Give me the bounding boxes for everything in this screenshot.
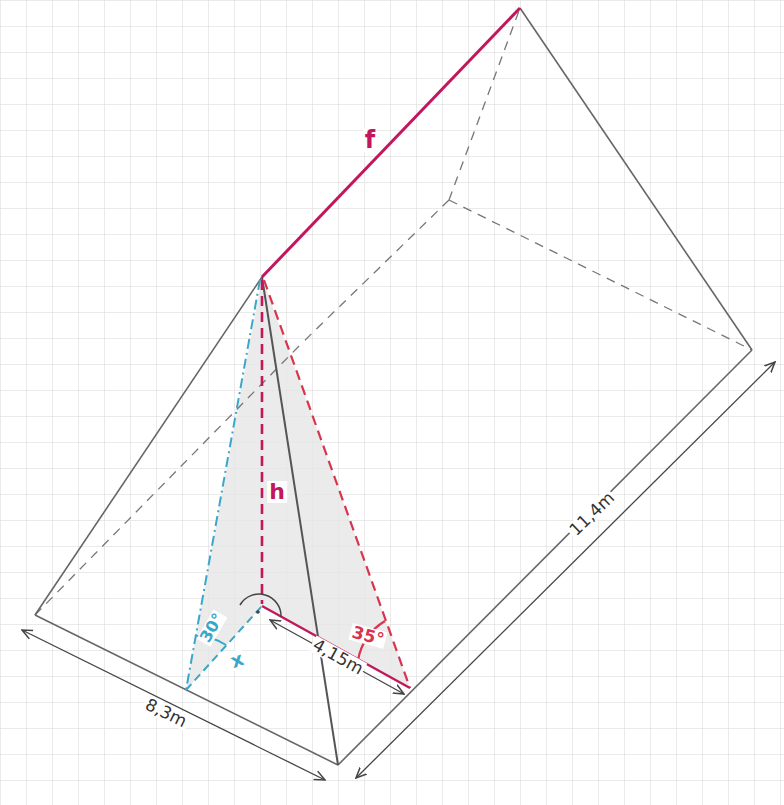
base-line (262, 606, 410, 688)
solid-edges (35, 8, 752, 765)
dimension-lines (22, 362, 775, 780)
height-name: h (267, 481, 287, 503)
slant-line (264, 280, 410, 688)
right-angle-dot (256, 610, 260, 614)
height-line (261, 280, 264, 604)
x-line (186, 606, 262, 690)
edge-name: f (363, 128, 377, 152)
blue-slant-line (186, 280, 260, 690)
right-angle-arc (240, 594, 281, 617)
ridge-line (262, 8, 520, 277)
hidden-edges (35, 8, 752, 615)
